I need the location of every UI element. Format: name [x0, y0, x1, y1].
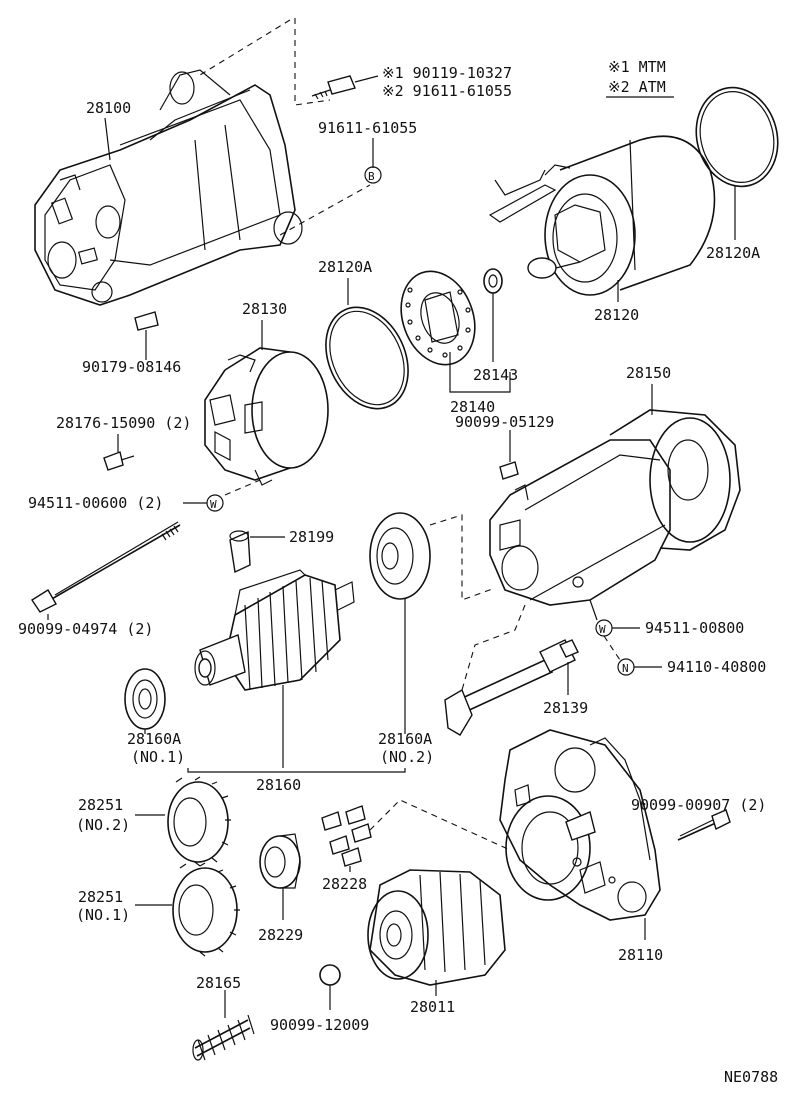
clip-icon [134, 311, 159, 331]
bracket-brush-holder [449, 352, 511, 393]
oring-lower-icon [325, 306, 409, 410]
bracket-armature [187, 768, 406, 773]
label-bearing-small: 28143 [473, 366, 518, 384]
diagram-code: NE0788 [724, 1068, 778, 1086]
label-bearing-no1: 28160A [127, 730, 181, 748]
label-bolt-b: 91611-61055 [318, 119, 417, 137]
clip-yoke-icon [499, 461, 519, 480]
guide-bearing-yoke [429, 514, 496, 601]
label-brush-holder: 28140 [450, 398, 495, 416]
field-frame-drawing [488, 135, 716, 296]
gear-no2-icon [167, 776, 231, 867]
label-plunger: 28199 [289, 528, 334, 546]
leader-screw [354, 75, 379, 83]
w-mark-text-1: W [210, 498, 217, 511]
brush-holder-drawing [400, 270, 476, 366]
label-lead: 28139 [543, 699, 588, 717]
label-field-frame: 28120 [594, 306, 639, 324]
label-commutator-frame: 28130 [242, 300, 287, 318]
commutator-frame-drawing [204, 347, 329, 486]
bearing-no2-icon [369, 512, 431, 600]
w-mark-icon [206, 494, 224, 512]
label-bearing-no2: 28160A [378, 730, 432, 748]
armature-drawing [194, 569, 355, 691]
plunger-icon [229, 530, 251, 574]
label-bearing-no1-sub: (NO.1) [131, 748, 185, 766]
label-screw-28176: 28176-15090 (2) [56, 414, 191, 432]
label-gear-no1: 28251 [78, 888, 123, 906]
label-rollers: 28228 [322, 875, 367, 893]
label-washer-94511-600: 94511-00600 (2) [28, 494, 163, 512]
guide-assembly-top [199, 19, 291, 76]
guide-nut [603, 635, 621, 661]
guide-bolt-b [279, 184, 371, 236]
guide-rollers [369, 799, 511, 851]
yoke-drawing [489, 409, 741, 606]
lead-wire-drawing [444, 639, 579, 736]
label-armature: 28160 [256, 776, 301, 794]
label-housing: 28110 [618, 946, 663, 964]
label-washer-94511-800: 94511-00800 [645, 619, 744, 637]
label-nut: 94110-40800 [667, 658, 766, 676]
label-through-bolt: 90099-04974 (2) [18, 620, 153, 638]
n-mark-text: N [622, 662, 629, 675]
oring-upper-icon [695, 86, 779, 188]
label-starter-assembly: 28100 [86, 99, 131, 117]
steel-ball-icon [319, 964, 341, 986]
bearing-no1-icon [124, 668, 166, 730]
guide-washer-1 [224, 479, 261, 496]
screw-icon [311, 75, 356, 100]
b-mark-text: B [368, 170, 375, 183]
label-clip-90179: 90179-08146 [82, 358, 181, 376]
leader-starter-assembly [104, 117, 111, 161]
starter-assembly-drawing [34, 69, 303, 306]
label-clutch: 28011 [410, 998, 455, 1016]
gear-no1-icon [172, 862, 240, 957]
label-screw-mtm: ※1 90119-10327 [382, 64, 512, 82]
small-screw-icon [103, 451, 135, 471]
housing-drawing [499, 729, 661, 921]
guide-screw [294, 18, 331, 106]
label-bearing-no2-sub: (NO.2) [380, 748, 434, 766]
label-gear-no2-sub: (NO.2) [76, 816, 130, 834]
clutch-drawing [367, 869, 506, 986]
rollers-icon [321, 805, 372, 867]
label-gear-no1-sub: (NO.1) [76, 906, 130, 924]
label-ball: 90099-12009 [270, 1016, 369, 1034]
label-screw-atm: ※2 91611-61055 [382, 82, 512, 100]
label-spring: 28165 [196, 974, 241, 992]
guide-lead [461, 604, 526, 691]
label-oring-lower: 28120A [318, 258, 372, 276]
retainer-icon [259, 835, 301, 889]
label-gear-no2: 28251 [78, 796, 123, 814]
legend-mtm: ※1 MTM [608, 58, 666, 76]
bolt-icon [677, 809, 731, 841]
label-oring-upper: 28120A [706, 244, 760, 262]
label-bolt-90099-907: 90099-00907 (2) [631, 796, 766, 814]
label-clip-90099-05129: 90099-05129 [455, 413, 554, 431]
through-bolt-icon [31, 521, 181, 613]
bearing-small-icon [483, 268, 503, 294]
label-retainer: 28229 [258, 926, 303, 944]
legend-atm: ※2 ATM [608, 78, 666, 96]
label-yoke: 28150 [626, 364, 671, 382]
b-mark-icon [364, 166, 382, 184]
w-mark-text-2: W [599, 623, 606, 636]
spring-icon [192, 1014, 255, 1061]
